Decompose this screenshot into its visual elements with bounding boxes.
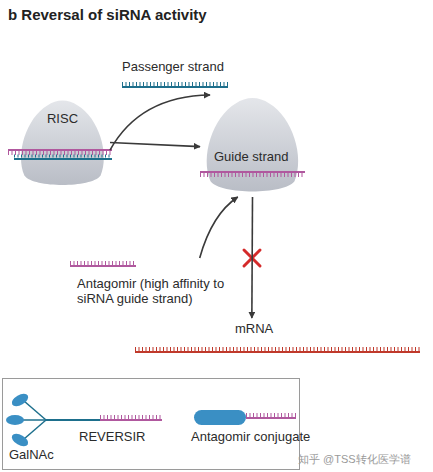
node-text: Antagomir (high affinity to siRNA guide … bbox=[77, 276, 235, 306]
risc-outline bbox=[200, 92, 305, 197]
node-text: mRNA bbox=[235, 321, 273, 336]
node-text: GalNAc bbox=[9, 447, 54, 462]
risc-complex: RISC bbox=[15, 95, 110, 190]
risc-shape bbox=[207, 98, 298, 191]
node-text: Passenger strand bbox=[122, 59, 224, 74]
mrna-strand bbox=[135, 349, 420, 352]
legend-box: GalNAcREVERSIRAntagomir conjugate bbox=[2, 378, 300, 470]
antagomir-strand bbox=[70, 263, 136, 266]
node-text: Antagomir conjugate bbox=[191, 429, 310, 444]
node-text: REVERSIR bbox=[79, 429, 145, 444]
arrow-connector bbox=[200, 197, 238, 258]
node-text: RISC bbox=[15, 111, 110, 126]
arrow-connector bbox=[110, 95, 210, 150]
arrow-connector bbox=[251, 197, 253, 318]
risc-complex: Guide strand bbox=[200, 92, 305, 197]
diagram-title: b Reversal of siRNA activity bbox=[8, 6, 207, 23]
passenger-strand bbox=[122, 84, 228, 87]
arrow-connector bbox=[110, 143, 200, 147]
watermark-label: 知乎 @TSS转化医学谱 bbox=[298, 452, 411, 467]
risc-outline bbox=[15, 95, 110, 190]
node-text: Guide strand bbox=[214, 149, 288, 164]
strand-node: Passenger strand bbox=[118, 55, 236, 95]
